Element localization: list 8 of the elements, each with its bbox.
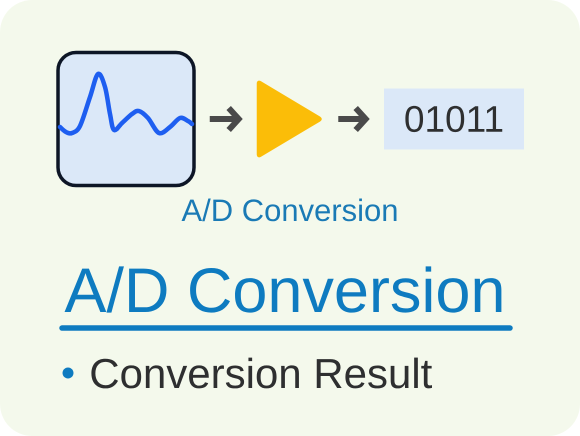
value-box: 01011 <box>384 88 524 150</box>
arrow <box>210 106 243 132</box>
list-item-text: Conversion Result <box>91 358 432 388</box>
waveform-picture <box>56 50 196 188</box>
caption: A/D Conversion <box>182 198 396 222</box>
title: A/D Conversion <box>64 266 502 313</box>
triangle-symbol <box>256 80 322 158</box>
arrow <box>338 106 370 132</box>
